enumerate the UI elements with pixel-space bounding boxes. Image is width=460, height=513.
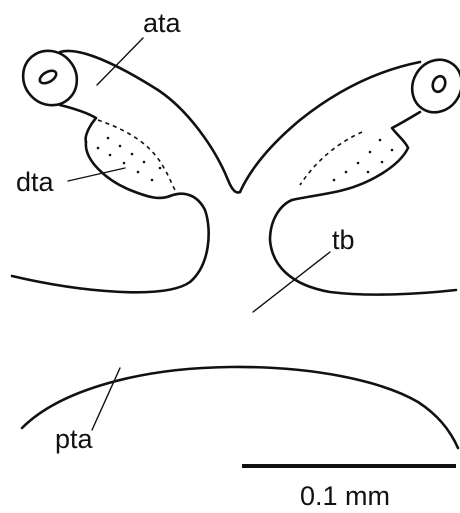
label-pta: pta [55, 424, 94, 454]
right-dotted-region [300, 132, 393, 185]
right-arm [240, 51, 460, 200]
right-tube-opening [403, 51, 460, 122]
trunk-body [12, 194, 456, 295]
leader-dta [68, 168, 125, 181]
leader-pta [92, 368, 120, 430]
scale-bar-label: 0.1 mm [300, 481, 390, 511]
label-dta: dta [16, 167, 55, 197]
label-ata: ata [143, 8, 182, 38]
label-tb: tb [332, 225, 355, 255]
leader-tb [253, 252, 330, 312]
